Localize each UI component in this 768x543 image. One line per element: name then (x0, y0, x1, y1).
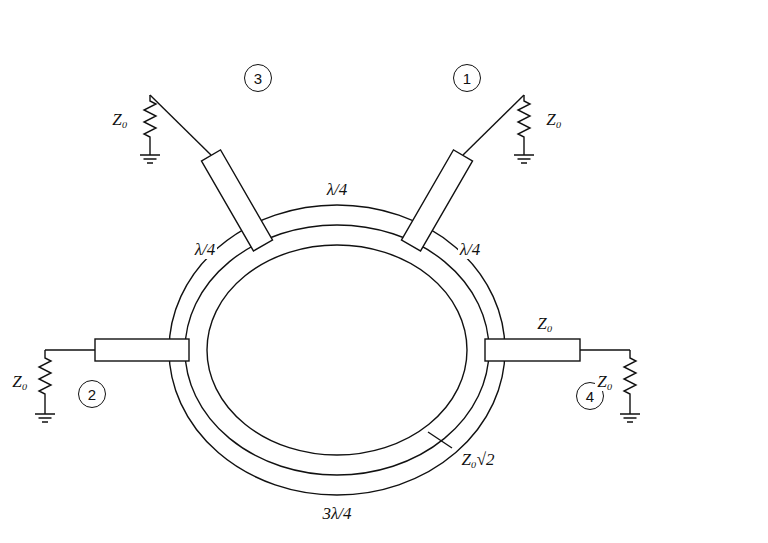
leader-line (428, 432, 452, 448)
resistor-symbol (39, 350, 51, 414)
port-number-circle: 2 (78, 380, 106, 408)
impedance-label: Z₀ (10, 373, 29, 392)
ground-symbol (620, 414, 640, 422)
ring-inner-edge (207, 245, 467, 455)
length-label: λ/4 (325, 181, 350, 200)
resistor-symbol (518, 95, 530, 155)
resistor-symbol (624, 350, 636, 414)
wire (45, 349, 95, 350)
port-number: 2 (88, 387, 96, 402)
ground-symbol (514, 155, 534, 163)
length-label: λ/4 (458, 241, 483, 260)
impedance-label: Z₀ (595, 373, 614, 392)
impedance-label: Z₀ (544, 111, 563, 130)
port-number-circle: 1 (453, 64, 481, 92)
port-line (201, 150, 272, 251)
port-number-circle: 3 (244, 64, 272, 92)
ground-symbol (35, 414, 55, 422)
impedance-label: Z₀ (110, 111, 129, 130)
resistor-symbol (144, 95, 156, 155)
port-line (95, 339, 189, 361)
wire (150, 95, 211, 155)
dimension-arrowhead (248, 216, 426, 229)
dimension-tick (249, 216, 425, 230)
port-number: 3 (254, 71, 262, 86)
port-line (485, 339, 580, 361)
ring-outer-edge (185, 225, 489, 475)
wire (580, 349, 630, 350)
wire (463, 95, 524, 155)
ground-symbol (140, 155, 160, 163)
port-line (401, 150, 472, 251)
port-number: 1 (463, 71, 471, 86)
port-number: 4 (586, 389, 594, 404)
length-label: 3λ/4 (320, 505, 353, 524)
impedance-label: Z₀ (535, 315, 554, 334)
length-label: λ/4 (193, 241, 218, 260)
dimension-arc (169, 205, 505, 495)
impedance-label: Z₀√2 (459, 451, 496, 470)
